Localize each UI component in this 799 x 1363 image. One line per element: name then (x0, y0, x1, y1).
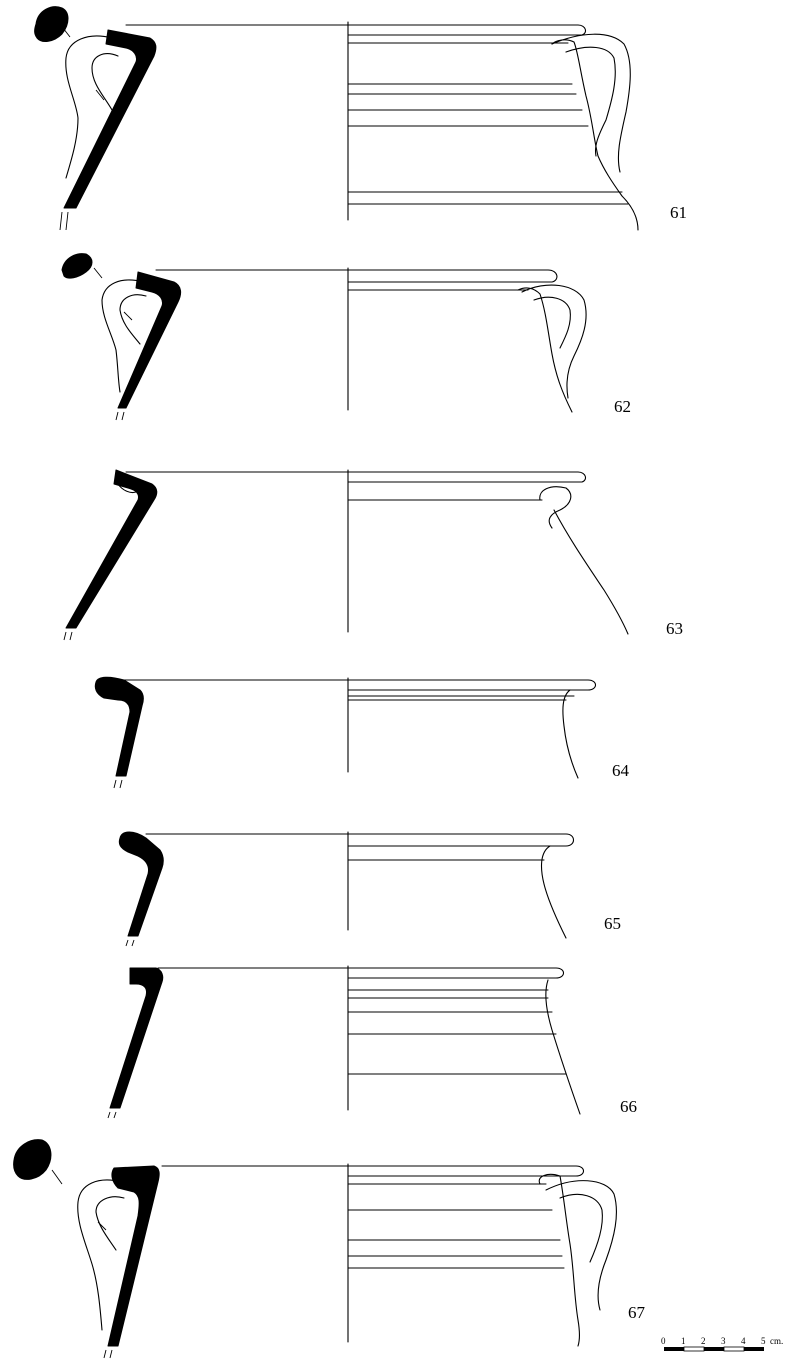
scale-bar: 0 1 2 3 4 5 cm. (661, 1336, 783, 1352)
wall-section-67 (107, 1165, 160, 1347)
scale-unit: cm. (770, 1336, 783, 1346)
scale-tick-0: 0 (661, 1336, 666, 1346)
vessel-drawing-64: 64 (94, 676, 630, 789)
wall-section-62 (117, 271, 182, 409)
handle-outline-62 (101, 279, 145, 393)
scale-tick-1: 1 (681, 1336, 686, 1346)
handle-section-67 (13, 1139, 52, 1180)
wall-section-64 (94, 676, 144, 777)
figure-number: 65 (604, 914, 621, 933)
wall-section-66 (109, 967, 164, 1109)
scale-tick-4: 4 (741, 1336, 746, 1346)
wall-section-65 (118, 831, 164, 937)
vessel-drawing-65: 65 (118, 831, 621, 947)
scale-tick-5: 5 (761, 1336, 766, 1346)
scale-tick-2: 2 (701, 1336, 706, 1346)
handle-outline-67 (77, 1179, 123, 1331)
figure-number: 64 (612, 761, 630, 780)
wall-section-63 (65, 469, 158, 629)
handle-section-61 (34, 6, 69, 42)
vessel-drawing-63: 63 (63, 469, 683, 641)
figure-number: 63 (666, 619, 683, 638)
vessel-drawing-67: 67 (13, 1139, 646, 1359)
wall-section-61 (63, 29, 157, 209)
figure-number: 66 (620, 1097, 637, 1116)
figure-number: 62 (614, 397, 631, 416)
scale-tick-3: 3 (721, 1336, 726, 1346)
figure-number: 61 (670, 203, 687, 222)
handle-outline-61 (65, 35, 113, 179)
vessel-drawing-61: 61 (34, 6, 687, 231)
vessel-drawing-66: 66 (107, 965, 637, 1119)
figure-number: 67 (628, 1303, 646, 1322)
handle-section-62 (61, 253, 93, 279)
vessel-drawing-62: 62 (61, 253, 631, 421)
